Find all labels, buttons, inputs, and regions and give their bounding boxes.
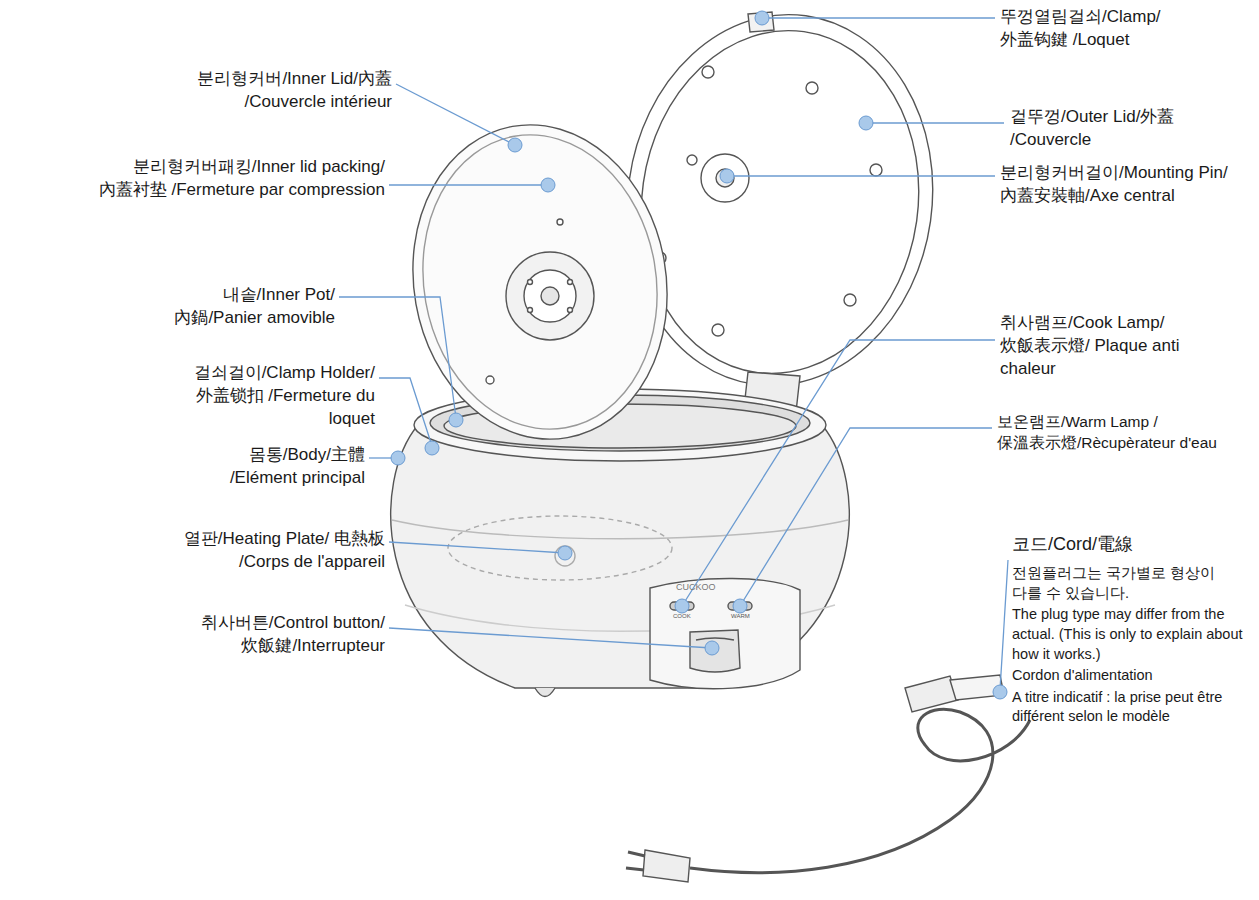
note-text: 전원플러그는 국가별로 형상이 다를 수 있습니다. bbox=[1012, 564, 1237, 603]
leader-dots bbox=[391, 11, 1007, 699]
note-text: Cordon d'alimentation bbox=[1012, 666, 1247, 686]
part-label: 취사버튼/Control button/ 炊飯鍵/Interrupteur bbox=[170, 612, 385, 658]
part-label: 몸통/Body/主體 /Elément principal bbox=[205, 444, 365, 490]
part-label: 뚜껑열림걸쇠/Clamp/ 外盖钩鍵 /Loquet bbox=[1000, 6, 1200, 52]
body-shell bbox=[391, 389, 850, 697]
part-label: 취사램프/Cook Lamp/ 炊飯表示燈/ Plaque anti chale… bbox=[1000, 312, 1180, 381]
part-label: 분리형커버패킹/Inner lid packing/ 內蓋衬垫 /Fermetu… bbox=[85, 156, 385, 202]
part-label: 코드/Cord/電線 bbox=[1012, 532, 1242, 556]
part-label: 보온램프/Warm Lamp /保溫表示燈/Rècupèrateur d'eau bbox=[997, 412, 1252, 454]
part-label: 내솥/Inner Pot/ 內鍋/Panier amovible bbox=[150, 284, 335, 330]
part-label: 걸쇠걸이/Clamp Holder/ 外盖锁扣 /Fermeture du lo… bbox=[180, 362, 375, 431]
note-text: A titre indicatif : la prise peut être d… bbox=[1012, 688, 1247, 727]
part-label: 겉뚜껑/Outer Lid/外蓋 /Couvercle bbox=[1010, 106, 1205, 152]
control-panel bbox=[650, 578, 800, 688]
inner-lid bbox=[388, 105, 691, 460]
note-text: The plug type may differ from the actual… bbox=[1012, 605, 1247, 664]
part-label: 분리형커버걸이/Mounting Pin/ 內蓋安裝軸/Axe central bbox=[1000, 162, 1255, 208]
brand-mark: CUCKOO bbox=[676, 583, 756, 593]
leader-lines bbox=[339, 18, 1008, 690]
part-label: 열판/Heating Plate/ 电熱板 /Corps de l'appare… bbox=[145, 528, 385, 574]
power-cord bbox=[626, 675, 1030, 882]
lamp-label: WARM bbox=[731, 613, 761, 620]
part-label: 분리형커버/Inner Lid/內蓋 /Couvercle intérieur bbox=[142, 68, 392, 114]
lamp-label: COOK bbox=[673, 613, 703, 620]
